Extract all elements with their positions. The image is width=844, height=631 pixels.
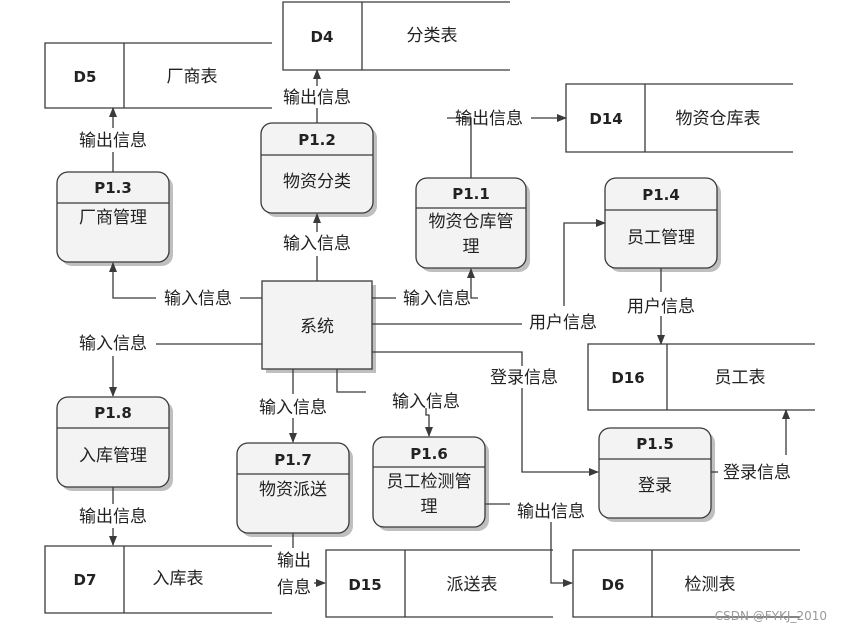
flow-label-output: 输出信息 [283, 88, 351, 108]
flow-label-input: 输入信息 [164, 289, 232, 309]
flow-system-to-p1-4: 用户信息 [372, 219, 606, 333]
flow-p1-4-to-d16: 用户信息 [627, 268, 695, 345]
flow-p1-3-to-d5: 输出信息 [79, 107, 147, 172]
flow-system-to-p1-5: 登录信息 [372, 351, 599, 476]
flow-label-output: 输出信息 [517, 502, 585, 522]
process-p1-1-name-line1: 物资仓库管 [429, 212, 514, 232]
process-p1-8-id: P1.8 [94, 404, 132, 422]
store-d5-name: 厂商表 [167, 67, 218, 87]
flow-system-to-p1-2: 输入信息 [283, 213, 351, 281]
process-p1-2: P1.2 物资分类 [260, 122, 377, 217]
process-p1-8-name: 入库管理 [79, 446, 147, 466]
store-d14: D14 物资仓库表 [565, 83, 793, 153]
store-d6-name: 检测表 [685, 575, 736, 595]
process-p1-4: P1.4 员工管理 [604, 177, 721, 272]
store-d6-id: D6 [602, 576, 625, 594]
process-p1-2-name: 物资分类 [283, 172, 351, 192]
store-d4-id: D4 [311, 28, 334, 46]
flow-label-output: 输出信息 [455, 109, 523, 129]
store-d14-name: 物资仓库表 [676, 109, 761, 129]
system-node: 系统 [261, 280, 376, 373]
process-p1-6-name-line2: 理 [421, 497, 438, 517]
store-d15-name: 派送表 [447, 575, 498, 595]
flow-label-input: 输入信息 [392, 392, 460, 412]
process-p1-8: P1.8 入库管理 [56, 396, 173, 491]
process-p1-2-id: P1.2 [298, 131, 336, 149]
process-p1-5-name: 登录 [638, 476, 672, 496]
store-d7-id: D7 [74, 571, 97, 589]
flow-label-input: 输入信息 [403, 289, 471, 309]
store-d7-name: 入库表 [153, 569, 204, 589]
process-p1-6-name-line1: 员工检测管 [387, 472, 472, 492]
process-p1-7: P1.7 物资派送 [236, 442, 353, 537]
flow-label-input: 输入信息 [259, 398, 327, 418]
watermark: CSDN @FYKJ_2010 [715, 609, 827, 623]
process-p1-7-id: P1.7 [274, 451, 312, 469]
flow-system-to-p1-7: 输入信息 [259, 369, 327, 443]
flow-system-to-p1-8: 输入信息 [79, 334, 262, 397]
flow-p1-7-to-d15: 输出 信息 [277, 533, 326, 598]
store-d15-id: D15 [348, 576, 381, 594]
process-p1-5: P1.5 登录 [598, 427, 715, 522]
flow-label-input: 输入信息 [283, 234, 351, 254]
store-d16: D16 员工表 [587, 343, 815, 411]
flow-label-input: 输入信息 [79, 334, 147, 354]
store-d7: D7 入库表 [44, 545, 272, 614]
store-d5: D5 厂商表 [44, 42, 272, 109]
process-p1-3: P1.3 厂商管理 [56, 171, 173, 266]
process-p1-4-id: P1.4 [642, 186, 680, 204]
process-p1-1: P1.1 物资仓库管 理 [415, 177, 530, 272]
store-d4-name: 分类表 [407, 26, 458, 46]
flow-label-user: 用户信息 [627, 297, 695, 317]
flow-p1-2-to-d4: 输出信息 [283, 69, 351, 123]
process-p1-1-name-line2: 理 [463, 237, 480, 257]
store-d14-id: D14 [589, 110, 622, 128]
flow-p1-5-to-d16: 登录信息 [711, 409, 791, 483]
store-d16-id: D16 [611, 369, 644, 387]
flow-label-user: 用户信息 [529, 313, 597, 333]
flow-p1-8-to-d7: 输出信息 [79, 487, 147, 546]
flow-label-output-line1: 输出 [277, 551, 311, 571]
flow-label-login: 登录信息 [723, 463, 791, 483]
flow-system-to-p1-3: 输入信息 [109, 262, 262, 309]
store-d4: D4 分类表 [282, 1, 510, 71]
flow-label-login: 登录信息 [490, 368, 558, 388]
process-p1-3-name: 厂商管理 [79, 208, 147, 228]
process-p1-3-id: P1.3 [94, 179, 132, 197]
process-p1-6-id: P1.6 [410, 445, 448, 463]
process-p1-7-name: 物资派送 [259, 480, 327, 500]
process-p1-5-id: P1.5 [636, 435, 674, 453]
store-d6: D6 检测表 [572, 549, 800, 618]
flow-p1-1-to-d14: 输出信息 [447, 109, 567, 178]
flow-label-output-line2: 信息 [277, 578, 311, 598]
store-d5-id: D5 [74, 68, 97, 86]
flow-label-output: 输出信息 [79, 131, 147, 151]
process-p1-6: P1.6 员工检测管 理 [372, 436, 489, 531]
store-d16-name: 员工表 [715, 368, 766, 388]
process-p1-4-name: 员工管理 [627, 228, 695, 248]
system-label: 系统 [300, 317, 334, 337]
flow-system-to-p1-1: 输入信息 [372, 268, 478, 309]
process-p1-1-id: P1.1 [452, 185, 490, 203]
flow-p1-6-to-d6: 输出信息 [485, 502, 585, 587]
flow-label-output: 输出信息 [79, 507, 147, 527]
flow-system-to-p1-6: 输入信息 [336, 369, 460, 437]
store-d15: D15 派送表 [325, 549, 553, 618]
